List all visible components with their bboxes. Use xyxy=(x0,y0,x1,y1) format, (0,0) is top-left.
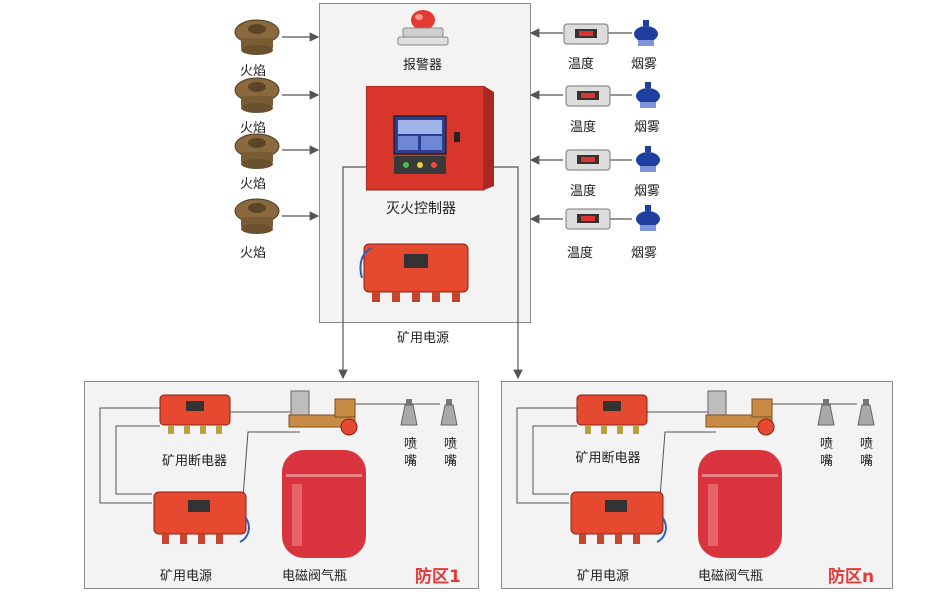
zone-n-nozzle-label-2: 喷嘴 xyxy=(860,437,874,469)
smoke-sensor-icon xyxy=(634,205,662,235)
solenoid-valve-icon xyxy=(702,389,792,441)
temperature-sensor-icon xyxy=(565,207,611,233)
flame-label-4: 火焰 xyxy=(240,246,267,261)
flame-sensor-icon xyxy=(231,74,283,116)
temperature-label-3: 温度 xyxy=(570,184,597,199)
nozzle-icon xyxy=(398,399,420,427)
zone-n-nozzle-label-1: 喷嘴 xyxy=(820,437,834,469)
gas-cylinder-icon xyxy=(690,444,790,562)
control-power-label: 矿用电源 xyxy=(397,331,450,346)
nozzle-icon xyxy=(855,399,877,427)
mine-power-supply-icon xyxy=(358,238,476,308)
flame-label-3: 火焰 xyxy=(240,177,267,192)
smoke-sensor-icon xyxy=(632,20,660,50)
zone-n-power-label: 矿用电源 xyxy=(577,569,630,584)
zone-1-breaker-label: 矿用断电器 xyxy=(162,454,228,469)
flame-label-2: 火焰 xyxy=(240,121,267,136)
temperature-label-2: 温度 xyxy=(570,120,597,135)
zone-n-valve-label: 电磁阀气瓶 xyxy=(698,569,764,584)
smoke-sensor-icon xyxy=(634,82,662,112)
nozzle-icon xyxy=(438,399,460,427)
zone-1-title: 防区1 xyxy=(415,567,461,587)
temperature-sensor-icon xyxy=(565,148,611,174)
zone-n-title: 防区n xyxy=(828,567,875,587)
flame-sensor-icon xyxy=(231,130,283,172)
temperature-sensor-icon xyxy=(565,84,611,110)
extinguishing-controller-label: 灭火控制器 xyxy=(386,201,456,217)
alarm-icon xyxy=(395,8,451,48)
nozzle-icon xyxy=(815,399,837,427)
mine-power-supply-icon xyxy=(150,488,250,550)
zone-1-valve-label: 电磁阀气瓶 xyxy=(282,569,348,584)
flame-sensor-icon xyxy=(231,16,283,58)
smoke-label-2: 烟雾 xyxy=(634,120,661,135)
alarm-label: 报警器 xyxy=(403,58,443,73)
mine-power-supply-icon xyxy=(567,488,667,550)
smoke-label-4: 烟雾 xyxy=(631,246,658,261)
gas-cylinder-icon xyxy=(274,444,374,562)
extinguishing-controller-icon xyxy=(365,85,494,192)
flame-sensor-icon xyxy=(231,195,283,237)
mine-breaker-icon xyxy=(158,393,232,437)
solenoid-valve-icon xyxy=(285,389,375,441)
flame-label-1: 火焰 xyxy=(240,64,267,79)
temperature-sensor-icon xyxy=(563,22,609,48)
zone-1-nozzle-label-1: 喷嘴 xyxy=(404,437,418,469)
smoke-label-3: 烟雾 xyxy=(634,184,661,199)
mine-breaker-icon xyxy=(575,393,649,437)
zone-1-power-label: 矿用电源 xyxy=(160,569,213,584)
smoke-label-1: 烟雾 xyxy=(631,57,658,72)
zone-n-breaker-label: 矿用断电器 xyxy=(575,451,641,466)
zone-1-nozzle-label-2: 喷嘴 xyxy=(444,437,458,469)
temperature-label-4: 温度 xyxy=(567,246,594,261)
smoke-sensor-icon xyxy=(634,146,662,176)
temperature-label-1: 温度 xyxy=(568,57,595,72)
